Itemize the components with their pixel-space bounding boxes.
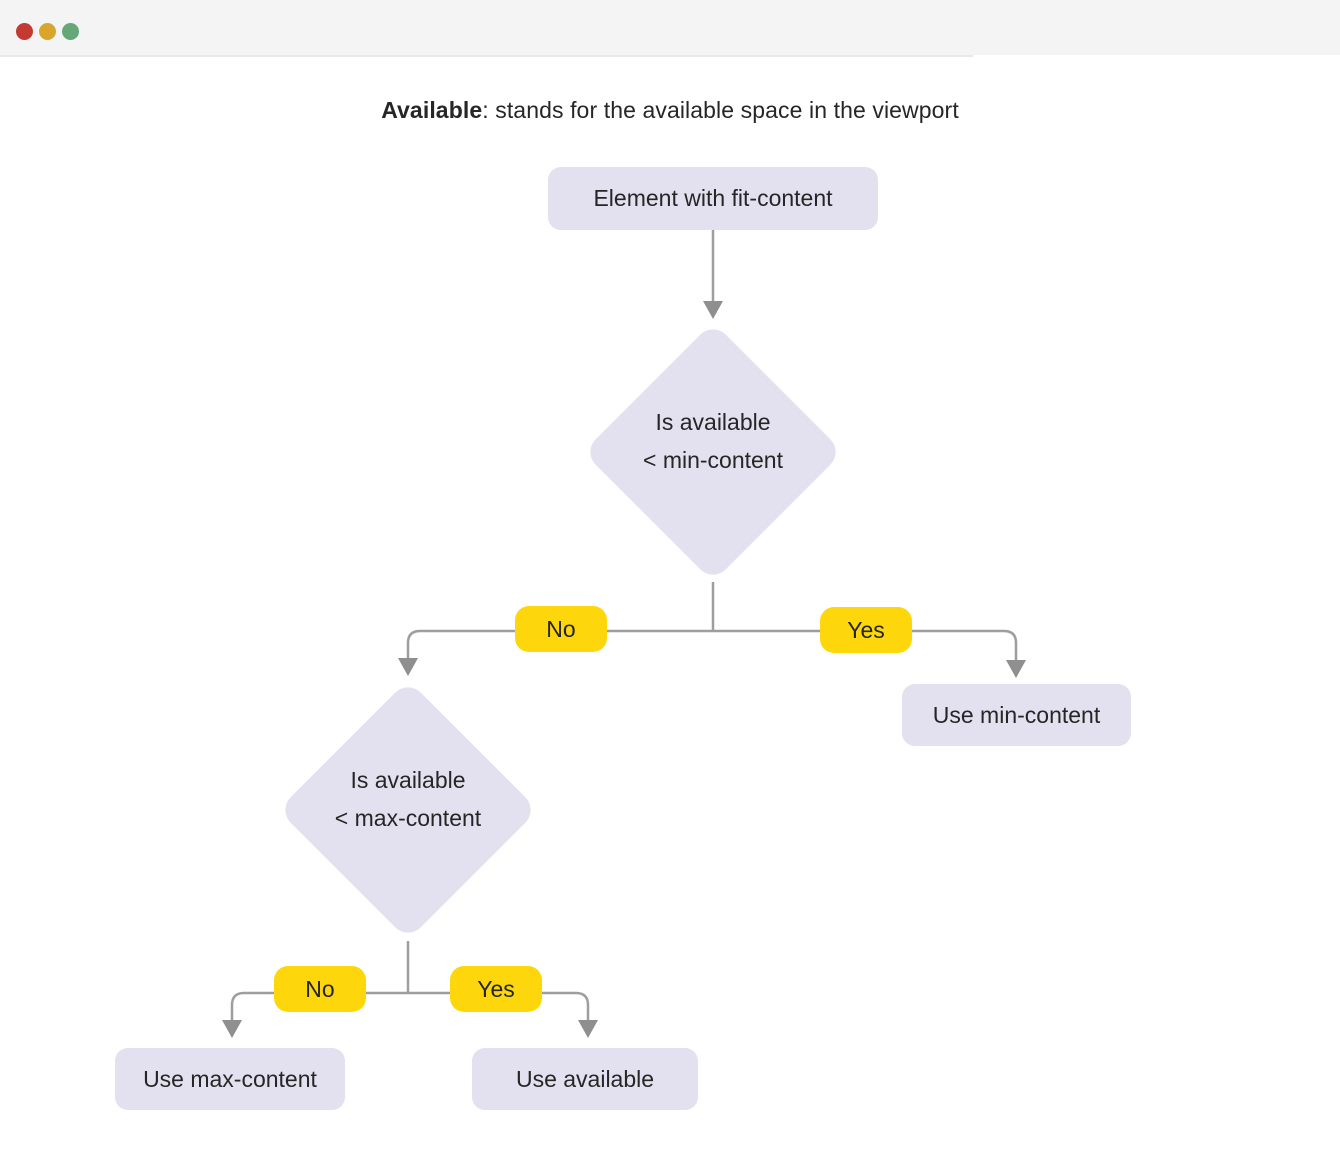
decision-min-content-label: Is available < min-content xyxy=(643,409,783,473)
diagram-caption: Available: stands for the available spac… xyxy=(0,97,1340,124)
branch2-no-label: No xyxy=(274,966,366,1012)
minimize-button[interactable] xyxy=(39,23,56,40)
result-use-min-content: Use min-content xyxy=(902,684,1131,746)
start-node-label: Element with fit-content xyxy=(593,185,833,211)
titlebar-divider xyxy=(0,55,973,57)
result-use-available: Use available xyxy=(472,1048,698,1110)
branch1-yes-label: Yes xyxy=(820,607,912,653)
branch2-yes-label: Yes xyxy=(450,966,542,1012)
use-min-content-label: Use min-content xyxy=(932,701,1101,728)
branch1-no-label: No xyxy=(515,606,607,652)
caption-term: Available xyxy=(381,97,483,123)
window-titlebar xyxy=(0,0,1340,55)
caption-description: : stands for the available space in the … xyxy=(482,97,959,123)
result-use-max-content: Use max-content xyxy=(115,1048,345,1110)
use-max-content-label: Use max-content xyxy=(143,1065,317,1092)
close-button[interactable] xyxy=(16,23,33,40)
zoom-button[interactable] xyxy=(62,23,79,40)
decision-max-content-label: Is available < max-content xyxy=(334,767,482,831)
start-node: Element with fit-content xyxy=(548,167,878,230)
use-available-label: Use available xyxy=(515,1065,655,1092)
